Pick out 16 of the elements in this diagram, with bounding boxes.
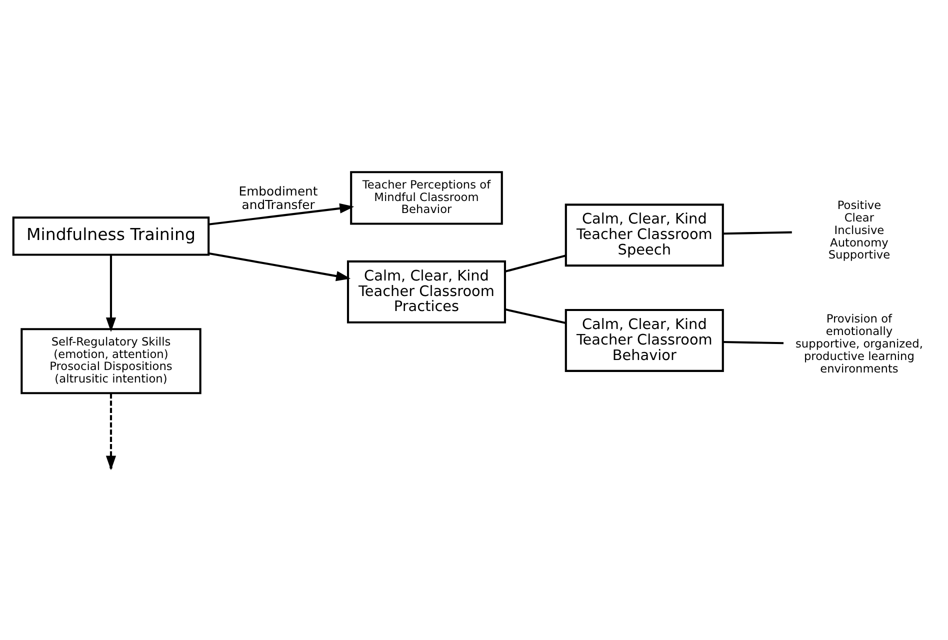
- connector: [723, 340, 784, 344]
- node-box: Calm, Clear, Kind Teacher Classroom Practices: [346, 260, 506, 324]
- node-box: Calm, Clear, Kind Teacher Classroom Behavior: [564, 308, 724, 372]
- node-box: Self-Regulatory Skills (emotion, attention) Prosocial Dispositions (altrusitic intention): [20, 328, 202, 394]
- node-text: Positive Clear Inclusive Autonomy Supportive: [828, 198, 890, 262]
- node-box: Teacher Perceptions of Mindful Classroom Behavior: [350, 171, 503, 225]
- arrow: [106, 255, 116, 332]
- edge-label: Embodiment andTransfer: [238, 183, 318, 212]
- arrow: [208, 252, 351, 282]
- connector: [504, 308, 566, 324]
- node-box: Mindfulness Training: [12, 216, 210, 256]
- arrow: [208, 203, 354, 226]
- node-box: Calm, Clear, Kind Teacher Classroom Speech: [564, 204, 724, 267]
- connector: [723, 231, 792, 235]
- node-text: Provision of emotionally supportive, organized, productive learning environments: [796, 312, 923, 376]
- connector: [504, 254, 566, 272]
